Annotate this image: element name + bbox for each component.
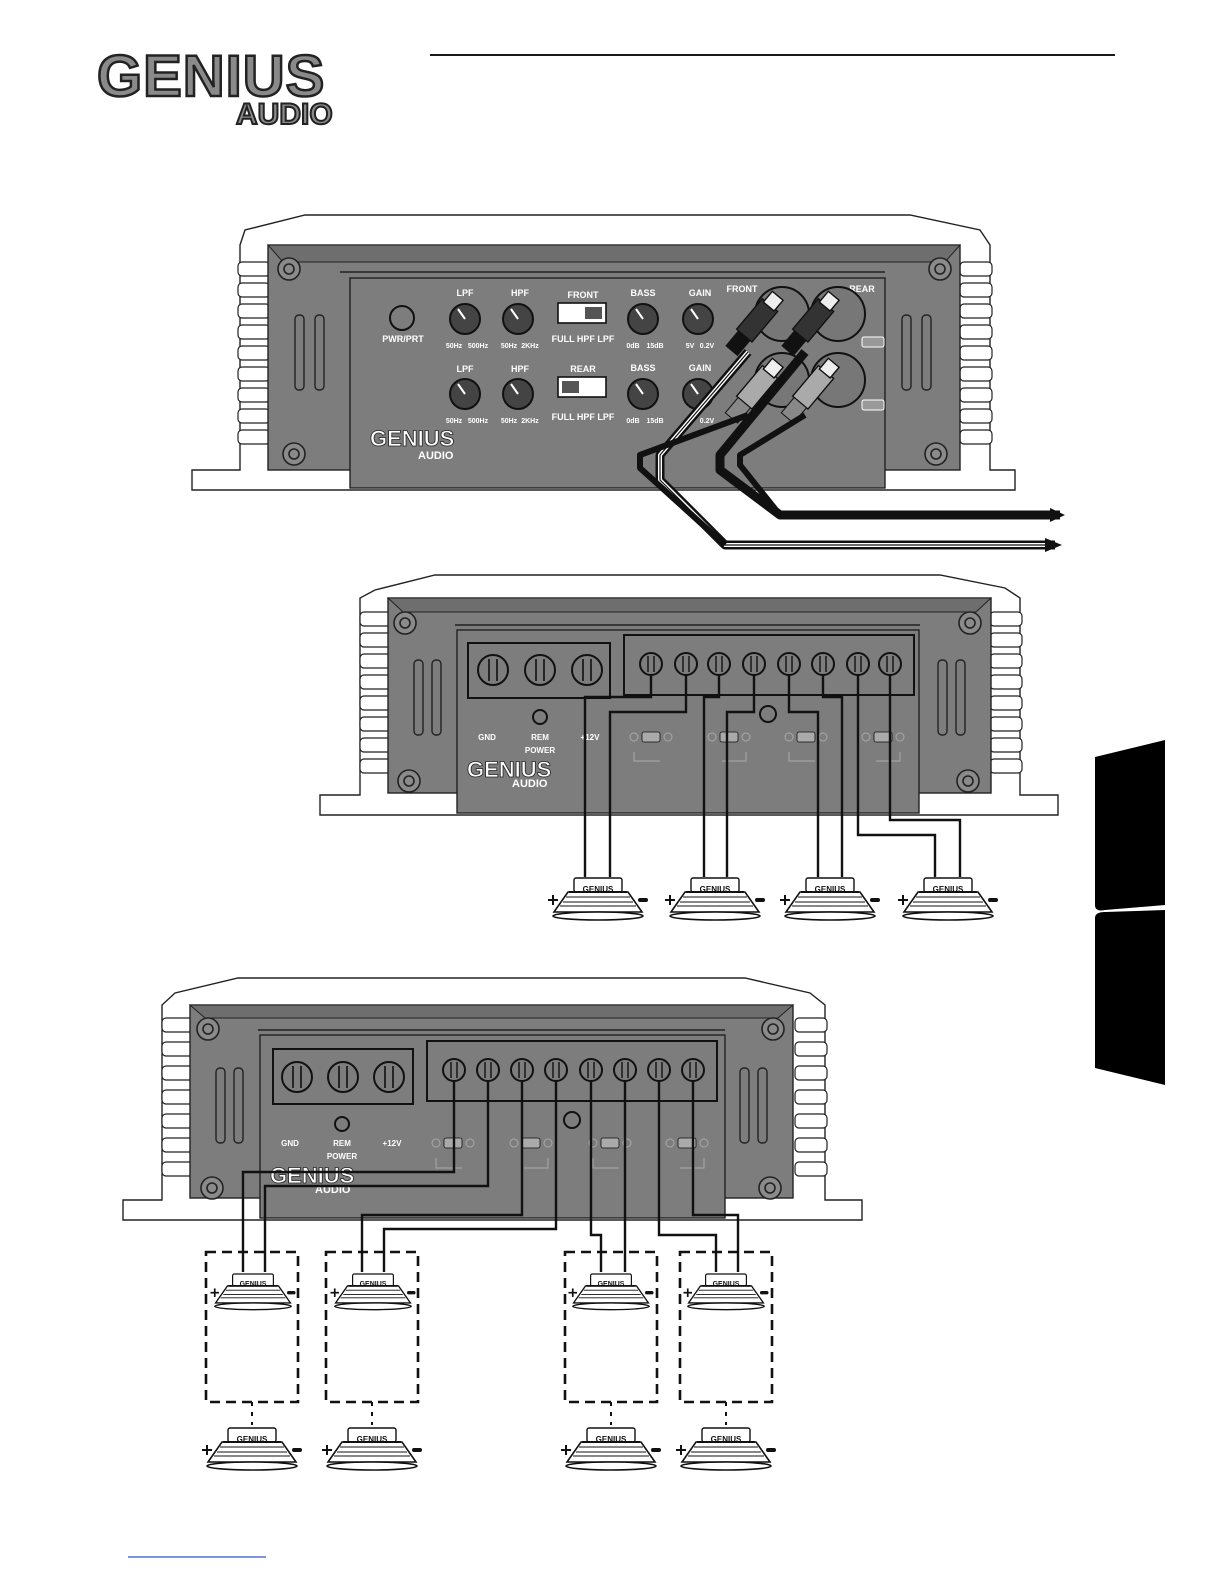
- amp2-logo-bottom: AUDIO: [512, 778, 548, 790]
- front-lpf-min: 50Hz: [446, 343, 463, 350]
- amp2-logo-top: GENIUS: [467, 757, 551, 782]
- front-controls: LPF 50Hz 500Hz HPF 50Hz 2KHz FRONT FULL …: [446, 288, 715, 350]
- amp2-12v-label: +12V: [581, 733, 601, 742]
- front-hpf-min: 50Hz: [501, 343, 518, 350]
- amp2-rem-label: REM: [531, 733, 549, 742]
- brand-logo: GENIUS AUDIO: [96, 43, 334, 132]
- amp3-speaker-top-4: GENIUS: [682, 1273, 770, 1311]
- side-tab-lower: [1095, 910, 1165, 1085]
- rear-lpf-max: 500Hz: [468, 418, 489, 425]
- amp3-speaker-top-3: GENIUS: [567, 1273, 655, 1311]
- rca-front-label: FRONT: [727, 284, 758, 294]
- front-gain-label: GAIN: [689, 288, 712, 298]
- amp1-logo-top: GENIUS: [370, 426, 454, 451]
- amp3-logo-top: GENIUS: [270, 1163, 354, 1188]
- amp3-speaker-top-2: GENIUS: [329, 1273, 417, 1311]
- amp3-rem-label: REM: [333, 1139, 351, 1148]
- front-lpf-label: LPF: [457, 288, 475, 298]
- rear-bass-label: BASS: [630, 363, 655, 373]
- rear-switch-title: REAR: [570, 364, 596, 374]
- amp3-speaker-top-1-brand: GENIUS: [240, 1281, 267, 1288]
- front-hpf-max: 2KHz: [521, 343, 539, 350]
- amp2-power-label: POWER: [525, 746, 555, 755]
- amp2-speaker-1-brand: GENIUS: [583, 885, 614, 894]
- amp3-speaker-bottom-1: GENIUS: [201, 1427, 303, 1471]
- front-bass-min: 0dB: [626, 343, 639, 350]
- rear-gain-max: 0.2V: [700, 418, 715, 425]
- amp-enclosure-wiring: GND REM POWER +12V: [122, 977, 863, 1471]
- amp3-12v-label: +12V: [383, 1139, 403, 1148]
- amp2-speaker-3: GENIUS: [779, 877, 881, 921]
- amp3-speaker-top-4-brand: GENIUS: [713, 1281, 740, 1288]
- amp2-gnd-terminal[interactable]: [477, 654, 509, 686]
- amp3-speaker-bottom-3-brand: GENIUS: [596, 1435, 627, 1444]
- front-switch-title: FRONT: [568, 290, 599, 300]
- amp3-speaker-bottom-4: GENIUS: [675, 1427, 777, 1471]
- side-tab-upper: [1095, 740, 1165, 911]
- amp2-speaker-4: GENIUS: [897, 877, 999, 921]
- amp3-speaker-top-1: GENIUS: [209, 1273, 297, 1311]
- amp2-rem-terminal[interactable]: [524, 654, 556, 686]
- amp3-speaker-top-3-brand: GENIUS: [598, 1281, 625, 1288]
- amp3-12v-terminal[interactable]: [373, 1061, 405, 1093]
- amp-four-channel-wiring: GND REM POWER +12V: [319, 574, 1059, 921]
- amp2-gnd-label: GND: [478, 733, 496, 742]
- front-gain-min: 5V: [686, 343, 695, 350]
- amp3-speaker-bottom-1-brand: GENIUS: [237, 1435, 268, 1444]
- amp3-speaker-top-2-brand: GENIUS: [360, 1281, 387, 1288]
- amp2-speaker-4-brand: GENIUS: [933, 885, 964, 894]
- amp3-power-label: POWER: [327, 1152, 357, 1161]
- rca-plugs: [724, 290, 841, 424]
- rear-bass-max: 15dB: [646, 418, 663, 425]
- amp2-speaker-3-brand: GENIUS: [815, 885, 846, 894]
- front-bass-max: 15dB: [646, 343, 663, 350]
- amp-input-panel: PWR/PRT LPF 50Hz 500Hz HPF 50Hz 2KHz FRO…: [191, 214, 1065, 552]
- rear-hpf-label: HPF: [511, 364, 530, 374]
- amp3-speaker-bottom-3: GENIUS: [560, 1427, 662, 1471]
- amp3-rem-terminal[interactable]: [327, 1061, 359, 1093]
- pwr-prt-label: PWR/PRT: [382, 334, 424, 344]
- amp3-gnd-terminal[interactable]: [281, 1061, 313, 1093]
- rear-lpf-min: 50Hz: [446, 418, 463, 425]
- amp1-logo-bottom: AUDIO: [418, 450, 454, 462]
- amp3-speaker-bottom-2: GENIUS: [321, 1427, 423, 1471]
- amp3-speaker-bottom-4-brand: GENIUS: [711, 1435, 742, 1444]
- front-lpf-max: 500Hz: [468, 343, 489, 350]
- brand-logo-bottom: AUDIO: [236, 98, 333, 131]
- rca-rear-label: REAR: [849, 284, 875, 294]
- rear-switch-modes: FULL HPF LPF: [552, 412, 615, 422]
- front-gain-max: 0.2V: [700, 343, 715, 350]
- amp2-speaker-2-brand: GENIUS: [700, 885, 731, 894]
- brand-logo-top: GENIUS: [97, 44, 325, 109]
- front-switch-modes: FULL HPF LPF: [552, 334, 615, 344]
- amp3-speaker-bottom-2-brand: GENIUS: [357, 1435, 388, 1444]
- front-hpf-label: HPF: [511, 288, 530, 298]
- amp3-gnd-label: GND: [281, 1139, 299, 1148]
- front-bass-label: BASS: [630, 288, 655, 298]
- rear-gain-label: GAIN: [689, 363, 712, 373]
- rear-bass-min: 0dB: [626, 418, 639, 425]
- amp2-speaker-2: GENIUS: [664, 877, 766, 921]
- amp2-12v-terminal[interactable]: [571, 654, 603, 686]
- rear-hpf-max: 2KHz: [521, 418, 539, 425]
- rear-lpf-label: LPF: [457, 364, 475, 374]
- amp2-speaker-1: GENIUS: [547, 877, 649, 921]
- rear-hpf-min: 50Hz: [501, 418, 518, 425]
